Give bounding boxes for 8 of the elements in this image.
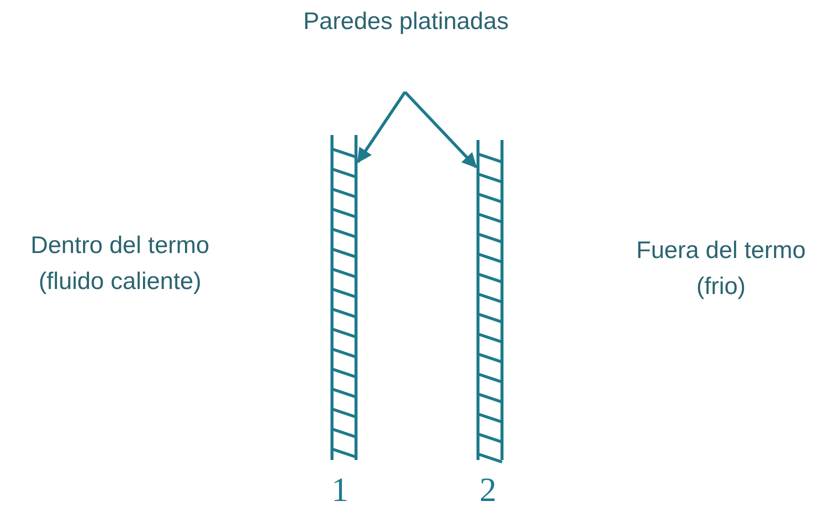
wall-number: 1 [330, 472, 350, 510]
side-label: Fuera del termo (frio) [635, 236, 807, 302]
hatched-wall [330, 135, 358, 460]
leader-arrow [404, 90, 478, 168]
wall-number: 2 [478, 472, 498, 510]
leader-arrow [356, 91, 406, 164]
heading-label: Paredes platinadas [302, 7, 510, 37]
side-label: Dentro del termo (fluido caliente) [30, 231, 210, 297]
